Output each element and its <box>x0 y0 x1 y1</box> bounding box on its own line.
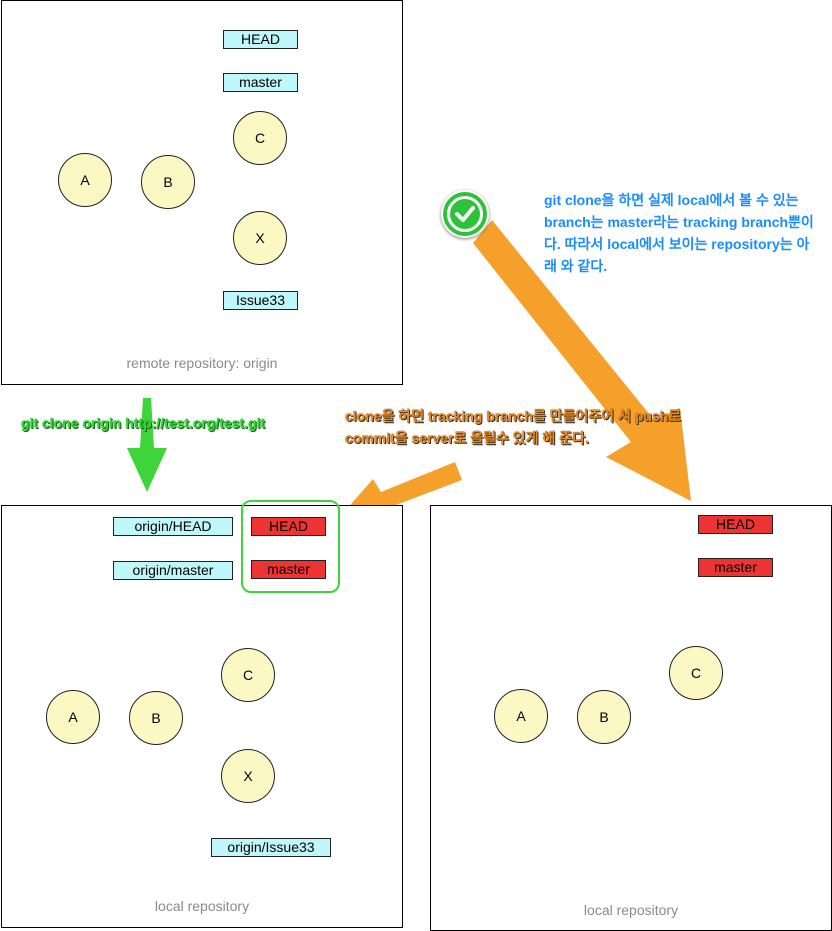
local-commit-a: A <box>46 690 100 744</box>
local-commit-c: C <box>221 648 275 702</box>
view-commit-a: A <box>494 689 548 743</box>
origin-master-label: origin/master <box>113 561 233 580</box>
tracking-branch-highlight <box>241 500 340 593</box>
view-master-label: master <box>698 558 773 577</box>
local-view-caption: local repository <box>583 902 679 918</box>
local-commit-x: X <box>221 749 275 803</box>
remote-caption: remote repository: origin <box>126 355 278 371</box>
clone-command-note: git clone origin http://test.org/test.gi… <box>21 415 266 431</box>
local-commit-b: B <box>129 691 183 745</box>
local-caption: local repository <box>154 898 250 914</box>
view-commit-b: B <box>577 690 631 744</box>
remote-master-label: master <box>223 73 298 92</box>
check-circle-icon <box>441 190 489 238</box>
remote-commit-b: B <box>141 155 195 209</box>
origin-head-label: origin/HEAD <box>113 517 233 536</box>
clone-explanation-note: git clone을 하면 실제 local에서 볼 수 있는 branch는 … <box>544 192 814 274</box>
remote-issue-label: Issue33 <box>223 291 298 310</box>
remote-commit-a: A <box>58 153 112 207</box>
view-head-label: HEAD <box>698 515 773 534</box>
remote-commit-x: X <box>233 211 287 265</box>
origin-issue-label: origin/Issue33 <box>211 838 331 857</box>
tracking-branch-note: clone을 하면 tracking branch를 만들어주어 서 push로… <box>345 408 682 446</box>
local-master-label: master <box>251 560 326 579</box>
remote-head-label: HEAD <box>223 30 298 49</box>
local-head-label: HEAD <box>251 517 326 536</box>
view-commit-c: C <box>669 646 723 700</box>
remote-commit-c: C <box>233 111 287 165</box>
